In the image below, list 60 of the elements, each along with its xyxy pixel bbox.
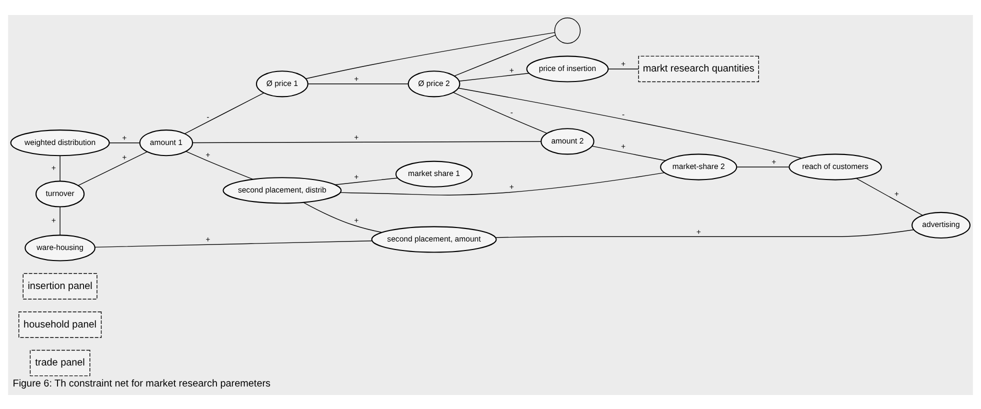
connector (454, 34, 556, 76)
connector (192, 140, 542, 143)
node-box: household panel (18, 311, 102, 338)
connector (308, 83, 409, 84)
node-circle (554, 16, 581, 44)
node-ellipse: ware-housing (24, 234, 96, 261)
connector (109, 142, 140, 143)
node-ellipse: price of insertion (526, 55, 609, 82)
node-ellipse: Ø price 2 (408, 70, 460, 97)
node-ellipse: turnover (35, 180, 85, 207)
node-box: trade panel (30, 349, 90, 376)
connector (303, 202, 382, 232)
edge-label: + (206, 150, 210, 160)
connector (458, 72, 530, 81)
connector (340, 172, 665, 195)
edge-label: + (354, 132, 359, 142)
connector (592, 145, 666, 160)
node-ellipse: second placement, amount (371, 226, 497, 252)
connector (305, 32, 555, 79)
edge-label: - (510, 108, 513, 117)
edge-label: + (696, 226, 701, 236)
node-ellipse: weighted distribution (10, 129, 110, 156)
caption: Figure 6: Th constraint net for market research paremeters (12, 378, 270, 390)
edge-label: - (206, 112, 210, 121)
edge-label: + (509, 182, 514, 192)
connector (608, 68, 639, 69)
node-ellipse: amount 2 (540, 128, 594, 154)
edge-label: + (772, 157, 776, 166)
node-ellipse: advertising (912, 211, 971, 238)
node-ellipse: second placement, distrib (222, 176, 342, 204)
connector (94, 240, 372, 248)
edge-label: + (354, 172, 359, 182)
connector (452, 92, 548, 134)
connector (458, 87, 802, 158)
connector (496, 228, 914, 238)
node-ellipse: Ø price 1 (256, 70, 308, 97)
edge-label: + (509, 66, 514, 75)
connector (184, 92, 264, 134)
edge-label: + (206, 234, 210, 244)
node-box: markt research quantities (638, 55, 759, 82)
edge-label: + (621, 59, 626, 68)
connector (856, 178, 923, 216)
edge-label: - (622, 110, 625, 119)
connector (186, 150, 254, 180)
connector (736, 166, 790, 167)
edge-label: + (122, 152, 127, 162)
node-ellipse: reach of customers (788, 153, 882, 180)
edge-label: + (621, 142, 626, 151)
edge-label: + (51, 162, 56, 172)
edge-label: + (122, 133, 127, 142)
edge-label: + (51, 215, 56, 224)
node-ellipse: amount 1 (139, 129, 194, 156)
connector (78, 150, 148, 186)
node-ellipse: market share 1 (395, 160, 473, 187)
edge-label: + (354, 74, 359, 84)
connector (334, 177, 398, 185)
edge-label: + (354, 215, 359, 224)
node-box: insertion panel (22, 272, 98, 299)
edge-label: + (894, 189, 899, 198)
node-ellipse: market-share 2 (660, 153, 738, 180)
